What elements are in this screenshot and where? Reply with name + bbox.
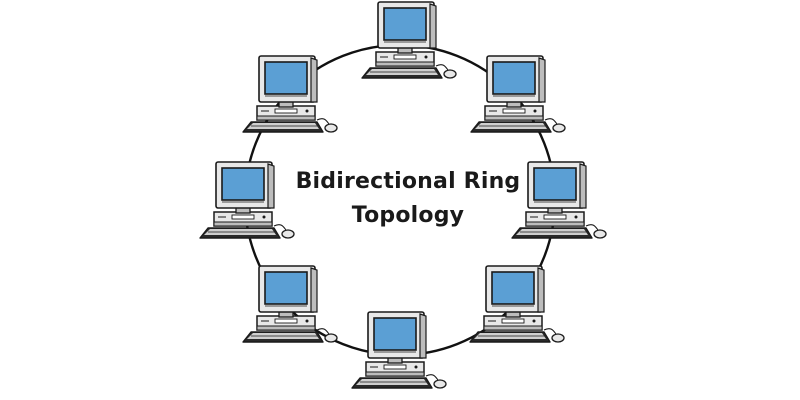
computer-node-bottom-left bbox=[242, 265, 338, 343]
diagram-title-line-2: Topology bbox=[351, 203, 465, 228]
diagram-title-line-1: Bidirectional Ring bbox=[295, 169, 521, 194]
computer-node-bottom bbox=[351, 311, 447, 389]
computer-node-top-right bbox=[470, 55, 566, 133]
computer-node-bottom-right bbox=[469, 265, 565, 343]
diagram-title: Bidirectional Ring Topology bbox=[258, 165, 558, 233]
computer-node-top bbox=[361, 1, 457, 79]
computer-node-top-left bbox=[242, 55, 338, 133]
